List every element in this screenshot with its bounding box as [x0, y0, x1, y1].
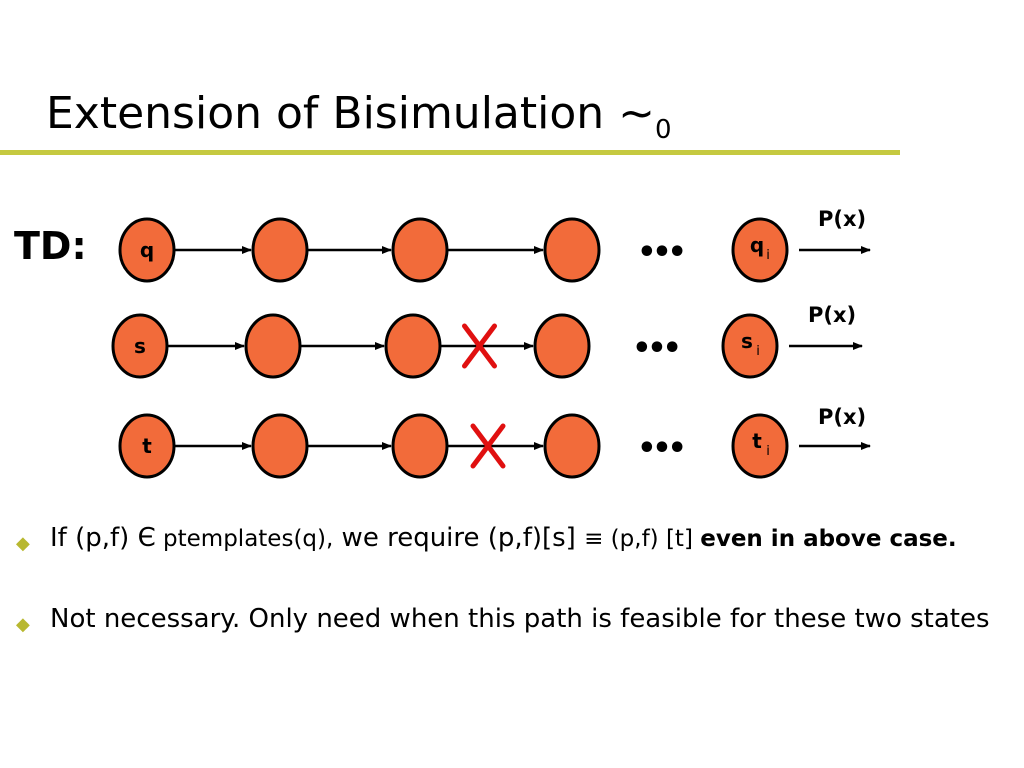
bullet-1: ◆ If (p,f) Є ptemplates(q), we require (… — [12, 520, 1002, 557]
blocked-transition-cross-icon — [462, 323, 497, 369]
b1-text-4: (p,f) [t] — [603, 526, 701, 552]
title-underline — [0, 150, 900, 155]
b1-text-1: If (p,f) — [50, 523, 138, 553]
ellipsis-dots: ••• — [637, 235, 683, 270]
start-state-label: q — [140, 238, 154, 262]
b1-text-3: we require (p,f)[s] — [333, 523, 585, 553]
state-node — [391, 413, 449, 479]
end-state-label: q — [750, 233, 764, 257]
end-state-node — [731, 413, 789, 479]
equiv-symbol: ≡ — [584, 526, 604, 552]
state-node — [543, 217, 601, 283]
state-node — [384, 313, 442, 379]
start-state-node — [118, 413, 176, 479]
end-state-label: t — [752, 429, 762, 453]
b1-text-2: ptemplates(q), — [155, 526, 334, 552]
ellipsis-dots: ••• — [632, 331, 678, 366]
start-state-node — [118, 217, 176, 283]
end-state-subscript: i — [766, 248, 770, 263]
b1-bold-text: even in above case. — [700, 526, 957, 552]
td-label: TD: — [14, 224, 87, 268]
state-node — [391, 217, 449, 283]
start-state-label: s — [134, 334, 146, 358]
element-of-symbol: Є — [137, 523, 156, 553]
start-state-label: t — [142, 434, 152, 458]
title-subscript: 0 — [655, 114, 672, 145]
b2-text: Not necessary. Only need when this path … — [50, 604, 990, 634]
state-node — [251, 413, 309, 479]
bullet-list: ◆ If (p,f) Є ptemplates(q), we require (… — [12, 520, 1002, 681]
state-node — [543, 413, 601, 479]
end-state-subscript: i — [766, 444, 770, 459]
diamond-bullet-icon: ◆ — [16, 533, 30, 554]
output-predicate-label: P(x) — [808, 303, 856, 327]
start-state-node — [111, 313, 169, 379]
output-predicate-label: P(x) — [818, 207, 866, 231]
title-text: Extension of Bisimulation ~ — [46, 88, 656, 139]
blocked-transition-cross-icon — [470, 423, 506, 469]
slide-title: Extension of Bisimulation ~0 — [46, 88, 672, 145]
diamond-bullet-icon: ◆ — [16, 614, 30, 635]
end-state-node — [731, 217, 789, 283]
end-state-subscript: i — [756, 344, 760, 359]
output-predicate-label: P(x) — [818, 405, 866, 429]
state-node — [251, 217, 309, 283]
state-node — [244, 313, 302, 379]
bullet-2: ◆ Not necessary. Only need when this pat… — [12, 601, 1002, 637]
state-node — [533, 313, 591, 379]
end-state-label: s — [741, 329, 753, 353]
ellipsis-dots: ••• — [637, 431, 683, 466]
end-state-node — [721, 313, 779, 379]
